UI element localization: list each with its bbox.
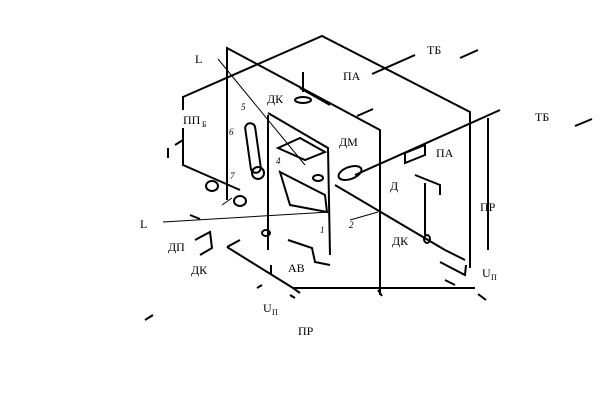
arrow-icon: [289, 294, 296, 299]
label-pa-right: ПА: [436, 146, 454, 160]
label-u-bottom: U: [263, 301, 272, 315]
label-u-bottom-sub: П: [272, 308, 278, 317]
arrow-icon: [256, 284, 263, 289]
label-pp: ПП: [183, 113, 201, 127]
arrow-icon: [574, 118, 593, 127]
label-d: Д: [390, 179, 398, 193]
part-number-5: 5: [241, 102, 246, 112]
plate: [278, 170, 329, 214]
mechanism-parts: [205, 96, 431, 297]
label-dk-bottom: ДК: [191, 263, 208, 277]
sensor-right: [233, 195, 247, 207]
label-u-right-sub: П: [491, 273, 497, 282]
arrows: [144, 49, 593, 321]
label-pr-right: ПР: [480, 200, 496, 214]
label-l-top: L: [195, 52, 202, 66]
pulley: [251, 166, 265, 180]
frame-lines: [162, 34, 501, 295]
part-number-1: 1: [320, 225, 325, 235]
label-av: АВ: [288, 261, 305, 275]
label-l-left: L: [140, 217, 147, 231]
label-pp-sub: Б: [202, 120, 207, 129]
label-dk-right: ДК: [392, 234, 409, 248]
label-pr-bottom: ПР: [298, 324, 314, 338]
carriage: [275, 136, 328, 162]
label-dk-top: ДК: [267, 92, 284, 106]
motor: [337, 165, 363, 181]
arrow-icon: [189, 214, 201, 220]
label-u-right: U: [482, 266, 491, 280]
arrow-icon: [477, 293, 487, 301]
arrow-icon: [444, 279, 456, 286]
limit-switch: [261, 229, 271, 237]
label-pa-top: ПА: [343, 69, 361, 83]
part-number-2: 2: [349, 220, 354, 230]
label-dm: ДМ: [339, 135, 358, 149]
limit-switch-right: [423, 234, 431, 244]
label-tb-top: ТБ: [427, 43, 441, 57]
part-number-7: 7: [230, 171, 235, 181]
belt-drive: [244, 122, 262, 174]
part-number-4: 4: [276, 156, 281, 166]
label-dp: ДП: [168, 240, 185, 254]
label-tb-right: ТБ: [535, 110, 549, 124]
arrow-icon: [144, 314, 154, 321]
sensor-left: [205, 180, 219, 192]
arrow-icon: [459, 49, 479, 59]
labels: L ТБ ПА ДК ПП Б ДМ ПА ТБ Д ПР L ДП ДК ДК…: [140, 43, 549, 338]
cam: [312, 174, 324, 182]
part-number-6: 6: [229, 127, 234, 137]
arrow-icon: [356, 108, 374, 117]
spring: [294, 96, 312, 104]
ground-icon: [377, 289, 383, 297]
